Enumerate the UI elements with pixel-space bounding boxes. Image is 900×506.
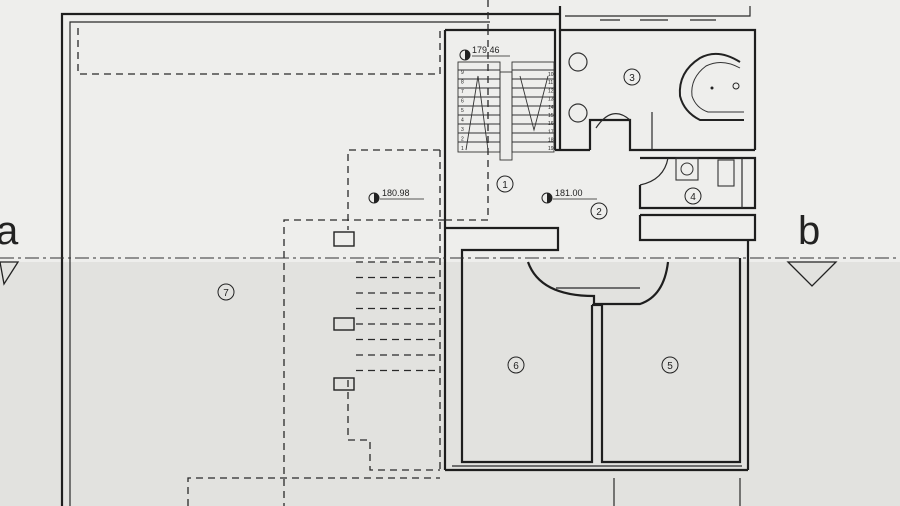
stair-step-number: 12	[548, 88, 554, 94]
stair-step-number: 16	[548, 121, 554, 127]
room-number-6: 6	[513, 361, 519, 372]
room-marker-3: 3	[623, 68, 641, 86]
stair-step-number: 3	[461, 127, 464, 133]
stair-step-number: 2	[461, 137, 464, 143]
stair-step-number: 10	[548, 72, 554, 78]
room-marker-2: 2	[590, 202, 608, 220]
stair-step-number: 7	[461, 89, 464, 95]
room-number-2: 2	[596, 207, 602, 218]
door-swing-bath	[595, 113, 631, 129]
section-marker-b: b	[798, 209, 820, 253]
staircase	[457, 61, 555, 161]
section-marker-a: a	[0, 209, 19, 253]
bathroom-fixtures	[568, 52, 744, 187]
section-arrow-b	[786, 261, 838, 287]
room-marker-1: 1	[496, 175, 514, 193]
level-value-stair: 179.46	[472, 45, 500, 55]
stair-step-number: 18	[548, 138, 554, 144]
building-walls	[443, 6, 757, 506]
level-value-terrace: 180.98	[382, 188, 410, 198]
door-swing-wc	[639, 157, 669, 186]
level-marker-stair: 179.46	[459, 45, 510, 61]
level-marker-hall: 181.00	[541, 188, 597, 204]
stair-step-number: 4	[461, 118, 464, 124]
stair-step-number: 6	[461, 99, 464, 105]
section-arrow-a	[0, 261, 20, 286]
stair-step-number: 1	[461, 146, 464, 152]
level-value-hall: 181.00	[555, 188, 583, 198]
room-marker-7: 7	[217, 283, 235, 301]
stair-step-number: 5	[461, 108, 464, 114]
level-marker-terrace: 180.98	[368, 188, 424, 204]
stair-step-number: 9	[461, 70, 464, 76]
room-marker-4: 4	[684, 187, 702, 205]
stair-step-number: 17	[548, 129, 554, 135]
room-number-3: 3	[629, 73, 635, 84]
stair-step-number: 11	[548, 80, 553, 86]
room-marker-5: 5	[661, 356, 679, 374]
stair-step-number: 13	[548, 97, 554, 103]
room-number-4: 4	[690, 192, 696, 203]
outside-steps	[356, 261, 440, 372]
room-number-7: 7	[223, 288, 229, 299]
stair-step-number: 14	[548, 105, 554, 111]
stair-step-number: 8	[461, 80, 464, 86]
terrace-outer-wall	[60, 12, 560, 506]
room-number-5: 5	[667, 361, 673, 372]
stair-step-number: 15	[548, 113, 554, 119]
stair-step-number: 19	[548, 146, 554, 152]
hall-arch	[526, 261, 670, 306]
terrace-dashed-outline	[187, 28, 489, 506]
step-posts	[333, 231, 355, 391]
paper-shading	[0, 262, 900, 506]
room-marker-6: 6	[507, 356, 525, 374]
room-number-1: 1	[502, 180, 508, 191]
roof-overhang-outline	[77, 28, 441, 75]
